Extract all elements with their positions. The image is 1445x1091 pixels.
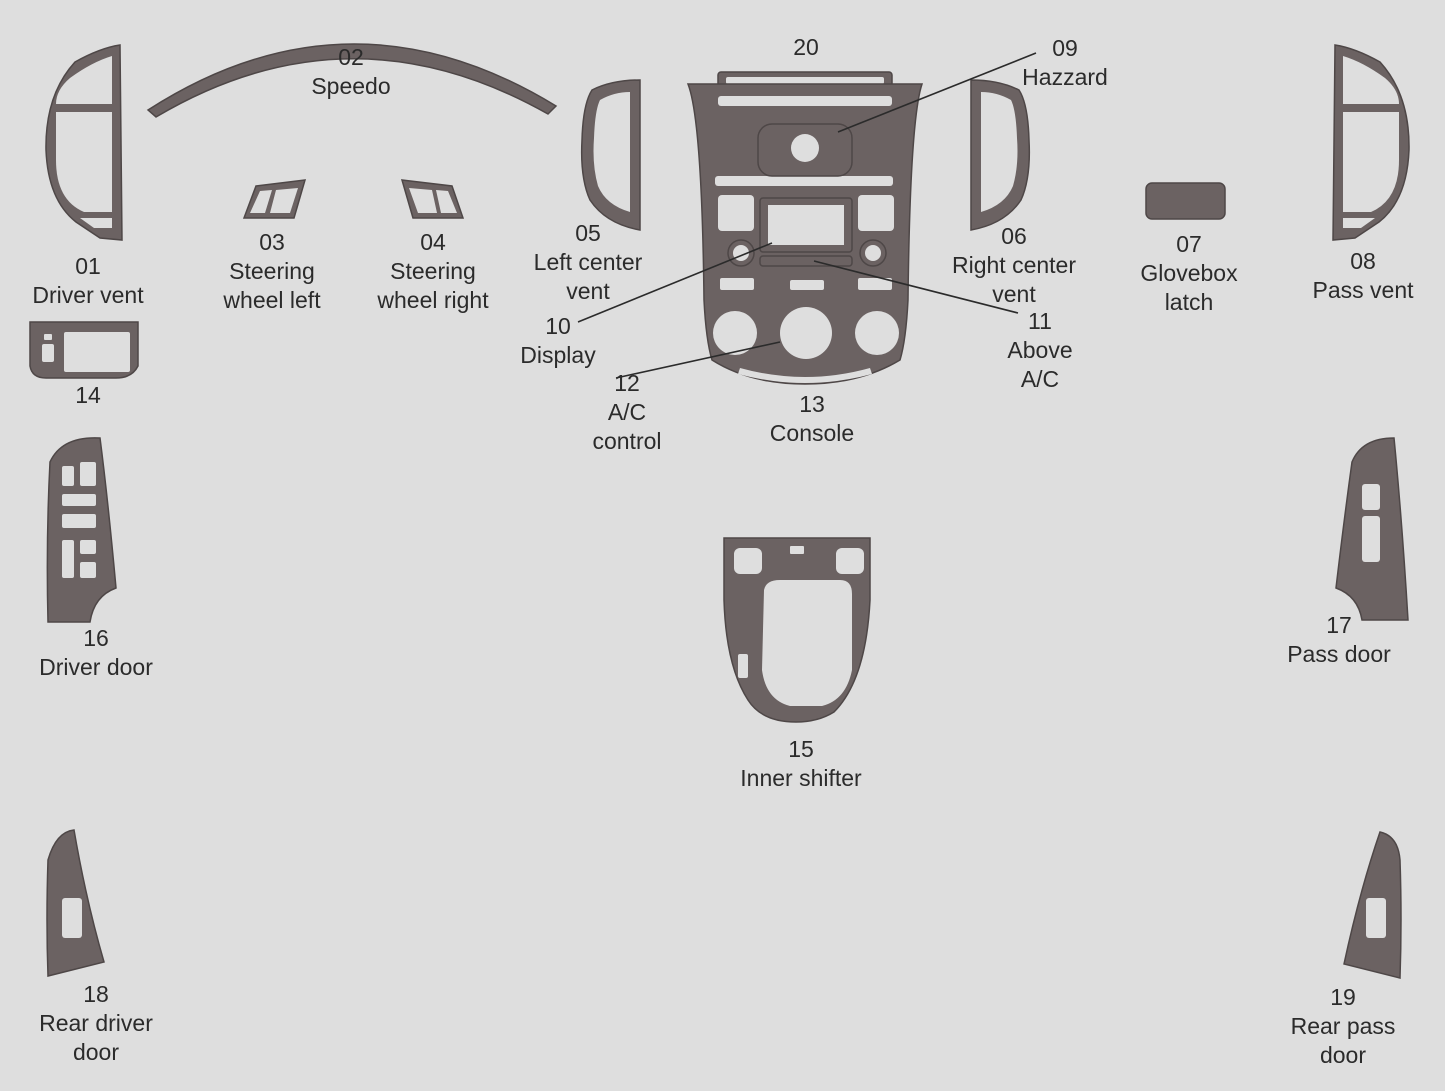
leader-line-09 <box>837 52 1037 133</box>
label-15-name: Inner shifter <box>740 765 862 791</box>
label-06-name-line1: Right center <box>951 252 1077 278</box>
label-18: 18 Rear driver door <box>39 980 153 1067</box>
label-11-number: 11 <box>1028 308 1052 334</box>
label-12-name-line1: A/C <box>607 399 647 425</box>
label-10-name: Display <box>520 342 596 368</box>
label-05-name-line1: Left center <box>533 249 643 275</box>
part-04-steering-wheel-right-shape[interactable] <box>400 179 465 219</box>
label-01: 01 Driver vent <box>32 252 143 310</box>
label-16-name: Driver door <box>39 654 153 680</box>
part-01-driver-vent-shape[interactable] <box>45 44 123 241</box>
label-03-number: 03 <box>259 229 285 255</box>
label-15-number: 15 <box>788 736 814 762</box>
label-14: 14 <box>75 381 101 410</box>
label-02-number: 02 <box>338 44 364 70</box>
label-15: 15 Inner shifter <box>740 735 861 793</box>
label-14-number: 14 <box>75 382 101 408</box>
label-07: 07 Glovebox latch <box>1140 230 1237 317</box>
part-18-rear-driver-door-shape[interactable] <box>46 829 105 977</box>
label-05: 05 Left center vent <box>534 219 643 306</box>
leader-line-12 <box>615 341 781 379</box>
label-08: 08 Pass vent <box>1313 247 1414 305</box>
label-04: 04 Steering wheel right <box>377 228 488 315</box>
part-17-pass-door-shape[interactable] <box>1335 437 1409 621</box>
label-19-number: 19 <box>1330 984 1356 1010</box>
label-02: 02 Speedo <box>311 43 390 101</box>
label-04-name-line1: Steering <box>390 258 476 284</box>
label-16: 16 Driver door <box>39 624 153 682</box>
label-06-number: 06 <box>1001 223 1027 249</box>
label-11-name-line1: Above <box>1007 337 1073 363</box>
label-13-name: Console <box>769 420 855 446</box>
label-07-number: 07 <box>1176 231 1202 257</box>
part-11-above-ac-shape[interactable] <box>759 255 853 267</box>
label-12-number: 12 <box>614 370 640 396</box>
label-01-name: Driver vent <box>32 282 144 308</box>
label-05-name-line2: vent <box>566 278 610 304</box>
label-19-name-line2: door <box>1319 1042 1367 1068</box>
label-05-number: 05 <box>575 220 601 246</box>
label-03-name-line2: wheel left <box>223 287 321 313</box>
label-02-name: Speedo <box>311 73 391 99</box>
label-11: 11 Above A/C <box>1007 307 1072 394</box>
label-09-name: Hazzard <box>1022 64 1108 90</box>
label-13: 13 Console <box>770 390 854 448</box>
part-05-left-center-vent-shape[interactable] <box>580 79 641 231</box>
label-06: 06 Right center vent <box>952 222 1076 309</box>
part-03-steering-wheel-left-shape[interactable] <box>242 179 307 219</box>
label-07-name-line2: latch <box>1164 289 1214 315</box>
part-06-right-center-vent-shape[interactable] <box>970 79 1031 231</box>
part-07-glovebox-latch-shape[interactable] <box>1145 182 1226 220</box>
label-18-number: 18 <box>83 981 109 1007</box>
label-06-name-line2: vent <box>992 281 1036 307</box>
label-19-name-line1: Rear pass <box>1290 1013 1396 1039</box>
label-10-number: 10 <box>545 313 571 339</box>
label-04-number: 04 <box>420 229 446 255</box>
label-18-name-line2: door <box>72 1039 120 1065</box>
part-02-speedo-shape[interactable] <box>146 43 558 118</box>
part-16-driver-door-shape[interactable] <box>46 437 117 623</box>
label-17-number: 17 <box>1326 612 1352 638</box>
label-04-name-line2: wheel right <box>377 287 489 313</box>
label-11-name-line2: A/C <box>1020 366 1060 392</box>
label-08-name: Pass vent <box>1312 277 1414 303</box>
label-20: 20 <box>793 33 819 62</box>
label-08-number: 08 <box>1350 248 1376 274</box>
leader-line-11 <box>813 260 1019 314</box>
label-17-name: Pass door <box>1287 641 1391 667</box>
label-18-name-line1: Rear driver <box>39 1010 153 1036</box>
part-14-shape[interactable] <box>29 321 139 379</box>
label-03: 03 Steering wheel left <box>223 228 320 315</box>
label-07-name-line1: Glovebox <box>1140 260 1238 286</box>
label-13-number: 13 <box>799 391 825 417</box>
label-12-name-line2: control <box>592 428 662 454</box>
label-17: 17 Pass door <box>1287 611 1391 669</box>
label-12: 12 A/C control <box>592 369 661 456</box>
label-01-number: 01 <box>75 253 101 279</box>
part-10-display-shape[interactable] <box>759 197 853 253</box>
leader-line-10 <box>577 242 773 323</box>
label-03-name-line1: Steering <box>229 258 315 284</box>
label-20-number: 20 <box>793 34 819 60</box>
label-09-number: 09 <box>1052 35 1078 61</box>
part-15-inner-shifter-shape[interactable] <box>723 537 871 723</box>
label-09: 09 Hazzard <box>1022 34 1108 92</box>
part-09-hazzard-shape[interactable] <box>757 123 853 177</box>
label-19: 19 Rear pass door <box>1291 983 1396 1070</box>
part-19-rear-pass-door-shape[interactable] <box>1343 831 1402 979</box>
label-10: 10 Display <box>520 312 595 370</box>
part-08-pass-vent-shape[interactable] <box>1332 44 1410 241</box>
label-16-number: 16 <box>83 625 109 651</box>
